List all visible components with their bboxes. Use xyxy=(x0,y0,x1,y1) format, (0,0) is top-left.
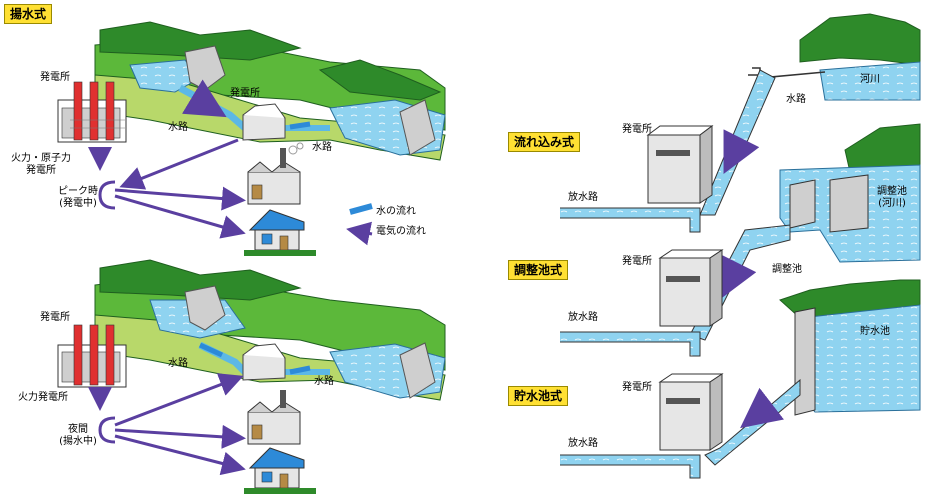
pondage-plant-label: 発電所 xyxy=(622,256,652,267)
source-line1: 火力・原子力 xyxy=(11,153,71,164)
factory-bottom xyxy=(247,390,301,445)
run-of-river-outlet-label: 放水路 xyxy=(568,192,598,203)
pond-label: 調整池 xyxy=(772,264,802,275)
reservoir-scene xyxy=(560,279,921,479)
pond-river-line1: 調整池 xyxy=(877,186,907,197)
lake-label: 貯水池 xyxy=(860,326,890,337)
pondage-outlet-label: 放水路 xyxy=(568,312,598,323)
house-bottom xyxy=(244,447,316,494)
pumped-storage-title: 揚水式 xyxy=(4,4,53,24)
peak-label: ピーク時 (発電中) xyxy=(48,186,108,210)
thermal-plant-label-top: 発電所 xyxy=(40,72,70,83)
run-of-river-intake-label: 水路 xyxy=(786,94,806,105)
waterway-label-bottom: 水路 xyxy=(168,358,188,369)
legend-water-label: 水の流れ xyxy=(376,206,416,217)
peak-line2: (発電中) xyxy=(59,198,97,209)
source-label-top: 火力・原子力 発電所 xyxy=(4,153,78,177)
water-flow-arrow xyxy=(181,79,227,118)
river-label: 河川 xyxy=(860,74,880,85)
run-of-river-plant-label: 発電所 xyxy=(622,124,652,135)
reservoir-outlet-label: 放水路 xyxy=(568,438,598,449)
source-label-bottom: 火力発電所 xyxy=(18,392,68,403)
legend-power-swatch xyxy=(346,221,373,246)
pond-river-line2: (河川) xyxy=(878,198,906,209)
thermal-plant-bottom xyxy=(57,324,127,388)
reservoir-plant-label: 発電所 xyxy=(622,382,652,393)
hydro-station-label-top: 発電所 xyxy=(230,88,260,99)
peak-line1: ピーク時 xyxy=(58,186,98,197)
night-line2: (揚水中) xyxy=(59,436,97,447)
run-of-river-title: 流れ込み式 xyxy=(508,132,581,152)
pondage-title: 調整池式 xyxy=(508,260,569,280)
tailrace-label-top: 水路 xyxy=(312,142,332,153)
thermal-plant-top xyxy=(57,81,127,143)
pondage-scene xyxy=(560,123,921,357)
legend-power-label: 電気の流れ xyxy=(376,226,426,237)
house-top xyxy=(244,209,316,256)
factory-top xyxy=(247,142,304,205)
run-of-river-scene xyxy=(560,13,921,233)
tailrace-label-bottom: 水路 xyxy=(314,376,334,387)
legend-water-swatch xyxy=(349,203,373,215)
pumped-bottom-scene xyxy=(94,259,446,401)
thermal-plant-label-bottom: 発電所 xyxy=(40,312,70,323)
pumped-top-scene xyxy=(94,21,446,161)
reservoir-title: 貯水池式 xyxy=(508,386,569,406)
night-line1: 夜間 xyxy=(68,424,88,435)
source-line2: 発電所 xyxy=(26,165,56,176)
pond-river-label: 調整池 (河川) xyxy=(868,186,916,210)
night-label: 夜間 (揚水中) xyxy=(48,424,108,448)
waterway-label-top: 水路 xyxy=(168,122,188,133)
legend xyxy=(346,203,373,246)
